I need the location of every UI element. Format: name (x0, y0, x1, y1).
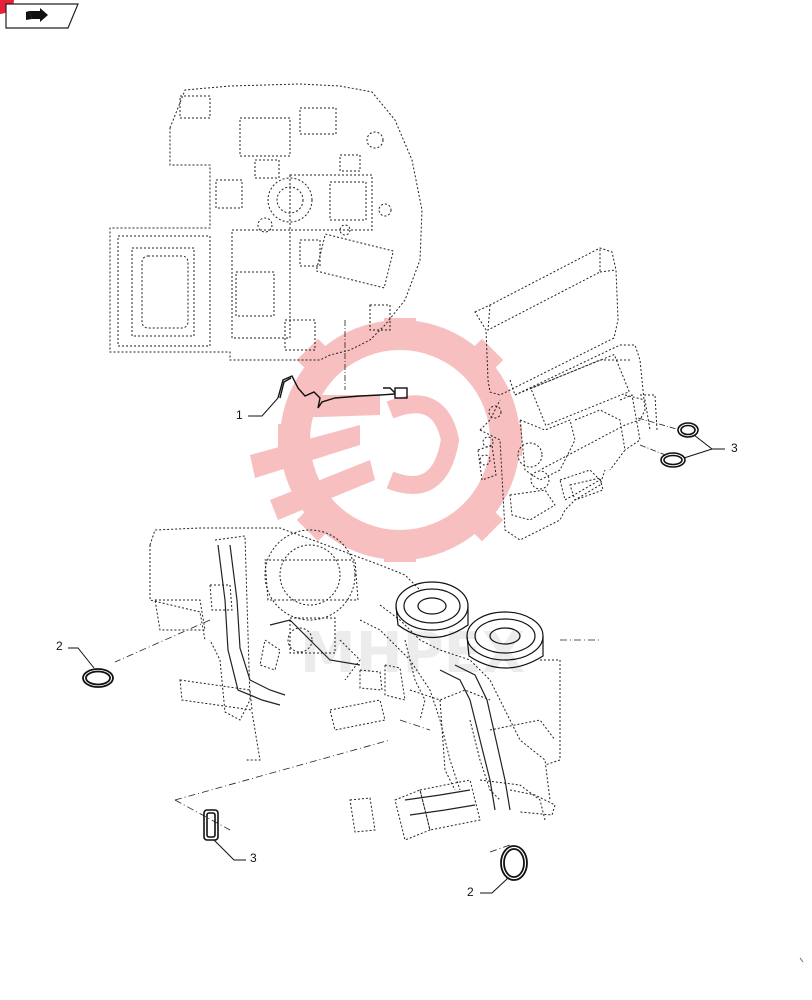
air-filter (395, 581, 469, 638)
watermark-text: MHPEX (300, 621, 525, 686)
seal-ring (660, 452, 686, 468)
callout-1: 1 (236, 408, 243, 422)
watermark-logo (250, 318, 522, 562)
leader-lines (68, 397, 725, 894)
gasket (203, 809, 219, 841)
callout-3: 3 (250, 851, 257, 865)
air-filter (466, 611, 544, 669)
next-page-arrow-icon (26, 8, 48, 22)
edge-mark (799, 957, 804, 963)
control-module-assembly (474, 247, 658, 541)
callout-2: 2 (56, 639, 63, 653)
phantom-outline (114, 619, 600, 853)
engine-deck (149, 527, 561, 841)
seal-ring (82, 668, 114, 688)
hoses (217, 544, 511, 816)
seal-ring (500, 845, 528, 881)
callout-3: 3 (731, 441, 738, 455)
next-page-button[interactable] (5, 3, 79, 29)
callout-2: 2 (467, 885, 474, 899)
seal-ring (677, 422, 699, 438)
cab-floor-plate (109, 83, 423, 361)
wiring-harness (277, 375, 408, 409)
